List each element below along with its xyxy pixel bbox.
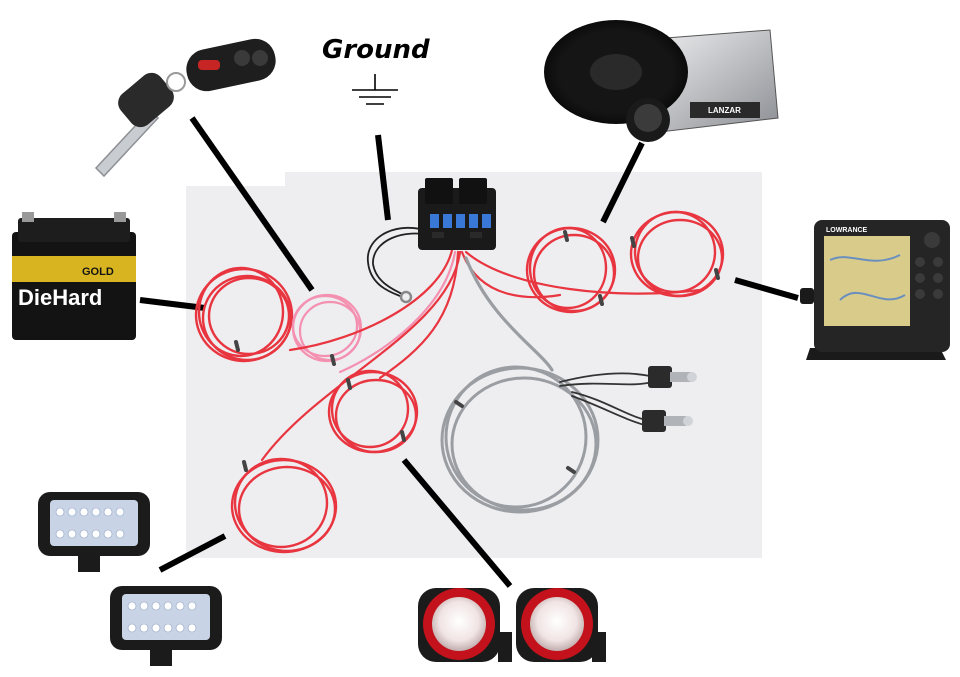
connector-line-key: [189, 116, 315, 292]
connector-line-battery: [139, 297, 206, 311]
ground-ring-terminal: [399, 290, 413, 304]
red-wire-coil-gps: [629, 210, 725, 298]
red-wire-coil-led-lights: [230, 457, 338, 554]
car-battery-icon: DieHard GOLD: [12, 212, 136, 340]
connector-line-gps: [734, 277, 799, 301]
red-wire-coil-battery: [194, 266, 294, 363]
toggle-switch-icon: [642, 366, 697, 432]
round-offroad-light-icon: [418, 588, 606, 662]
led-work-light-icon: [38, 492, 222, 666]
switch-wires: [559, 372, 653, 427]
gps-chartplotter-icon: LOWRANCE: [800, 220, 950, 360]
ground-wire-loop: [367, 227, 433, 297]
gray-cable-coil-switches: [440, 365, 600, 514]
ground-label: Ground: [322, 35, 430, 65]
zip-ties: [234, 230, 720, 474]
gps-brand-text: LOWRANCE: [826, 227, 868, 234]
battery-grade-text: GOLD: [82, 266, 114, 278]
pink-wire-coil-key: [291, 293, 363, 363]
speaker-amplifier-icon: LANZAR: [544, 20, 779, 142]
connector-lines: [139, 116, 799, 588]
battery-brand-text: DieHard: [18, 285, 102, 310]
trunk-wires: [260, 248, 702, 462]
harness-photo-background: [186, 172, 762, 558]
fuse-relay-box-icon: [418, 178, 496, 250]
ground-symbol-icon: [352, 74, 398, 105]
connector-line-amplifier: [600, 141, 645, 224]
connector-line-ground: [375, 134, 391, 221]
wire-harness: [194, 210, 725, 554]
red-wire-coil-round-lights: [327, 369, 419, 454]
connector-line-led-lights: [158, 533, 227, 573]
red-wire-coil-amplifier: [525, 226, 617, 314]
connector-line-round-lights: [401, 458, 513, 588]
car-key-fob-icon: [94, 38, 276, 178]
amplifier-brand-text: LANZAR: [708, 106, 741, 115]
